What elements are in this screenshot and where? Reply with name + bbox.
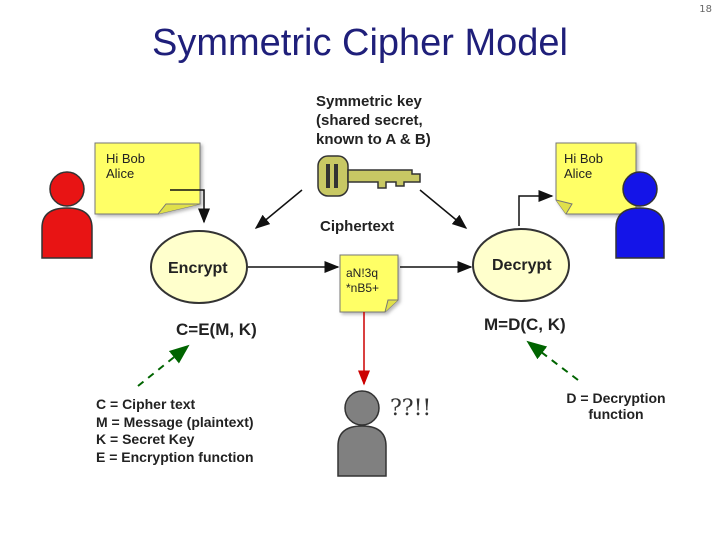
legend-dashed-arrow — [137, 344, 190, 387]
legend-item: E = Encryption function — [96, 448, 254, 465]
right-note-line1: Hi Bob — [564, 151, 604, 166]
ciphertext-label: Ciphertext — [320, 218, 395, 235]
encrypt-node — [150, 230, 248, 304]
left-note-text: Hi Bob Alice — [106, 151, 145, 181]
key-caption-line2: (shared secret, — [316, 112, 423, 129]
decrypt-node — [472, 228, 570, 302]
key-caption-line3: known to A & B) — [316, 131, 431, 148]
key-to-decrypt-arrow — [419, 189, 468, 229]
legend-list: C = Cipher text M = Message (plaintext) … — [96, 396, 254, 466]
decrypt-label: Decrypt — [492, 257, 552, 274]
decryption-note-dashed-arrow — [526, 340, 579, 381]
right-note — [555, 142, 637, 215]
slide-title: Symmetric Cipher Model — [152, 22, 568, 64]
right-note-text: Hi Bob Alice — [564, 151, 603, 181]
ciphertext-note-line1: aN!3q — [346, 266, 379, 280]
ciphertext-note-text: aN!3q *nB5+ — [346, 266, 379, 296]
decryption-note-line2: function — [588, 406, 644, 422]
page-number: 18 — [699, 4, 712, 15]
decrypt-to-note-arrow — [518, 190, 554, 226]
sender-person-icon — [41, 171, 93, 259]
flow-arrows — [170, 189, 554, 273]
key-icon — [317, 155, 421, 197]
note-to-encrypt-arrow — [170, 189, 210, 224]
legend-item: K = Secret Key — [96, 431, 195, 447]
eavesdropper-text: ??!! — [390, 396, 432, 421]
decrypt-equation: M=D(C, K) — [484, 315, 566, 334]
key-to-encrypt-arrow — [254, 189, 303, 229]
encrypt-label: Encrypt — [168, 260, 228, 277]
left-note — [94, 142, 201, 215]
legend-item: M = Message (plaintext) — [96, 413, 254, 430]
eavesdropper-person-icon — [337, 390, 387, 477]
right-note-line2: Alice — [564, 166, 593, 181]
left-note-line2: Alice — [106, 166, 135, 181]
decryption-note-line1: D = Decryption — [566, 390, 666, 406]
decryption-note: D = Decryption function — [556, 390, 676, 422]
legend-item: C = Cipher text — [96, 396, 196, 412]
key-caption-line1: Symmetric key — [316, 93, 422, 110]
receiver-person-icon — [615, 171, 665, 259]
encrypt-equation: C=E(M, K) — [176, 320, 257, 339]
ciphertext-note-line2: *nB5+ — [346, 281, 380, 295]
left-note-line1: Hi Bob — [106, 151, 146, 166]
key-caption: Symmetric key (shared secret, known to A… — [316, 92, 431, 149]
ciphertext-note — [339, 254, 399, 313]
